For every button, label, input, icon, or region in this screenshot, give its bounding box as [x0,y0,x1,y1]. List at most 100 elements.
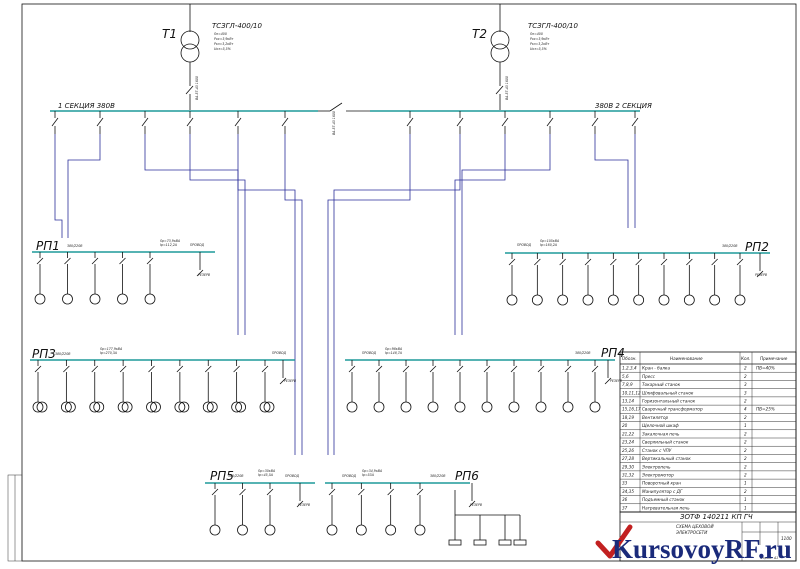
spec-row-qty: 1 [744,481,747,486]
motor-icon [34,293,46,305]
panel-rp5-res-label: РЕЗЕРВ [298,503,310,507]
spec-row-name: Электропечь [641,464,671,469]
motor-icon [326,524,338,536]
logo-text: KursovoyRF.ru [612,534,792,564]
transformer-load-icon [60,401,72,413]
motor-icon [237,524,248,536]
spec-row-code: 18,19 [622,415,634,420]
transformer-t2-param: Рхх=3,9кВт [530,37,550,41]
motor-icon [89,293,101,305]
motor-icon [734,294,746,306]
load-circuit-breaker [711,258,718,266]
panel-rp3-name: РП3 [32,347,56,361]
load-circuit-breaker [36,257,44,265]
motor-icon [144,293,156,305]
feeder-cable [237,134,296,455]
load-circuit-breaker [328,488,336,496]
spec-header-name: Наименование [670,356,703,361]
transformer-load-icon [146,401,157,413]
title-line-1: СХЕМА ЦЕХОВОЙ [676,524,714,529]
feeder-cable [333,134,461,455]
transformer-load-icon [202,401,214,413]
bus-feeder-breaker [141,117,149,127]
specification-table: Обозн. Наименование Кол. Примечание 1,2,… [619,351,797,513]
spec-row-name: Токарный станок [642,382,681,387]
feeder-cable [594,134,629,228]
transformer-load-icon [206,401,218,413]
main-bus: 1 СЕКЦИЯ 380В 380В 2 СЕКЦИЯ ВА-57-43 160… [50,102,652,135]
feeder-cable [144,134,239,335]
spec-row-code: 21,22 [622,431,634,436]
load-circuit-breaker [358,488,365,496]
panel-rp1-reserve: ПРОВОД [190,243,205,247]
motor-icon [508,401,520,413]
transformer-t1-secondary-coil [180,43,200,63]
feeder-cable [461,134,551,335]
motor-icon [385,524,397,536]
panel-rp6-subbranch [448,490,527,546]
spec-row-qty: 2 [744,366,747,371]
spec-row-name: Вентилятор [642,415,669,420]
transformer-load-icon [150,401,161,413]
transformer-load-icon [117,401,129,413]
transformer-t2-param: Uкз=5,5% [530,47,547,51]
motor-icon [373,401,385,413]
load-circuit-breaker [510,365,518,373]
spec-row-qty: 3 [744,390,747,395]
bus-outgoing-feeders [51,111,639,134]
load-circuit-breaker [119,365,127,373]
panel-rp4-reserve: ПРОВОД [362,351,377,355]
load-circuit-breaker [534,258,541,266]
spec-row-qty: 3 [744,382,747,387]
load-circuit-breaker [635,258,642,266]
load-circuit-breaker [429,365,437,373]
spec-row-qty: 2 [744,374,747,379]
panel-rp1-calc: Sр=73,9кВА [160,239,180,243]
spec-row-qty: 2 [744,464,747,469]
load-circuit-breaker [211,488,219,496]
transformer-t2-primary-coil [490,30,510,50]
motor-icon [62,293,73,305]
bus-feeder-breaker [186,117,194,127]
motor-icon [481,401,493,413]
panel-rp6-calc: Sр=34,9кВА [362,469,382,473]
feeder-cable [327,134,411,455]
spec-row-code: 25,26 [622,448,634,453]
spec-row-name: Сверлильный станок [642,440,689,445]
transformer-t1-param: Uкз=5,5% [214,47,231,51]
transformer-load-icon [36,401,48,413]
motor-icon [414,524,426,536]
reserve-circuit-breaker [468,500,476,508]
heater-consumer-icon [448,539,462,546]
feeder-cable [54,134,63,238]
transformer-t1-param: Рхх=3,9кВт [214,37,234,41]
bus-tie-breaker-label: ВА-57-43 1600 [332,111,336,135]
load-circuit-breaker [508,258,516,266]
panel-rp5-name: РП5 [210,469,234,483]
bus-feeder-breaker [406,117,414,127]
load-circuit-breaker [146,257,154,265]
motor-icon [633,294,645,306]
panel-rp1-calc: Iр=112,2А [160,243,177,247]
spec-row-name: Подъемный станок [642,497,685,502]
load-circuit-breaker [402,365,410,373]
spec-row-note: ПВ=40% [756,366,775,371]
spec-row-code: 27,28 [622,456,634,461]
spec-row-name: Сварочный трансформатор [642,407,703,412]
heater-consumer-icon [513,539,527,546]
spec-row-qty: 2 [744,489,747,494]
transformer-load-icon [32,401,44,413]
spec-row-code: 33 [622,481,628,486]
load-circuit-breaker [660,258,668,266]
panel-rp3-loads [30,359,295,413]
spec-header-qty: Кол. [741,356,751,361]
spec-header-note: Примечание [760,356,788,361]
spec-row-qty: 2 [744,473,747,478]
spec-row-name: Нагревательная печь [642,505,690,510]
panel-rp2-loads [505,252,770,306]
load-circuit-breaker [375,365,383,373]
load-circuit-breaker [456,365,464,373]
panel-rp2-reserve: ПРОВОД [517,243,532,247]
